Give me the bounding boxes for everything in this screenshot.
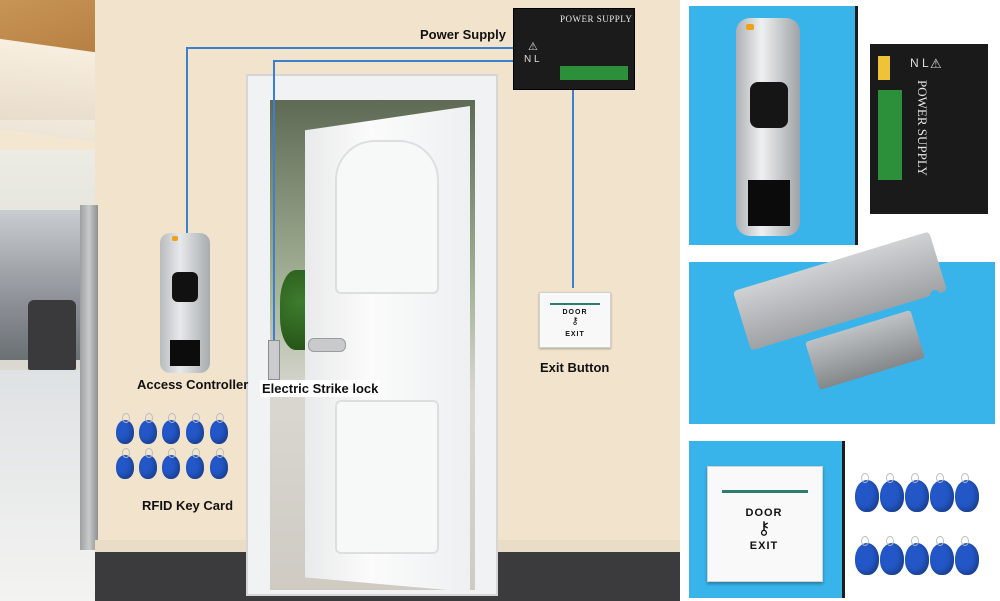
power-supply-terminals: N L xyxy=(910,56,929,70)
door-upper-panel xyxy=(335,140,439,294)
installation-scene: POWER SUPPLY ⚠ N L DOOR ⚷ EXIT Power Sup… xyxy=(0,0,680,601)
rfid-tag xyxy=(116,413,134,444)
exit-door-text: DOOR xyxy=(562,309,588,316)
access-controller-label: Access Controller xyxy=(137,377,249,392)
exit-exit-text: EXIT xyxy=(749,540,779,552)
rfid-tag xyxy=(186,448,204,479)
rfid-tag xyxy=(955,473,979,512)
rfid-reader-area xyxy=(748,180,790,226)
wire-lock-drop xyxy=(273,60,275,340)
warning-triangle-icon: ⚠ xyxy=(528,41,538,53)
exit-exit-text: EXIT xyxy=(565,331,585,338)
exit-door-text: DOOR xyxy=(745,507,783,519)
key-icon: ⚷ xyxy=(571,316,579,327)
fuse xyxy=(878,56,890,80)
power-supply-title: POWER SUPPLY xyxy=(915,80,930,176)
power-supply-label: Power Supply xyxy=(420,27,506,42)
warning-triangle-icon: ⚠ xyxy=(930,56,942,71)
rfid-tag xyxy=(116,448,134,479)
rfid-tag xyxy=(905,473,929,512)
exit-button-strip xyxy=(722,490,808,493)
power-box-title: POWER SUPPLY xyxy=(560,14,633,24)
rfid-reader-area xyxy=(170,340,200,366)
rfid-tag xyxy=(210,413,228,444)
rfid-tag xyxy=(855,536,879,575)
wire-controller-drop xyxy=(186,47,188,237)
rfid-key-card-label: RFID Key Card xyxy=(142,498,234,513)
screw-hole xyxy=(930,290,940,300)
rfid-tag xyxy=(930,473,954,512)
divider xyxy=(855,6,858,245)
electric-strike-lock-label: Electric Strike lock xyxy=(260,380,381,397)
pillar xyxy=(80,205,98,550)
fingerprint-sensor xyxy=(172,272,198,302)
key-icon: ⚷ xyxy=(757,518,771,538)
office-chair xyxy=(28,300,76,370)
power-box-terminals: N L xyxy=(524,54,540,65)
screw-hole xyxy=(744,374,754,384)
rfid-tag xyxy=(162,413,180,444)
fingerprint-sensor xyxy=(750,82,788,128)
exit-button-product xyxy=(707,466,823,582)
rfid-tag xyxy=(880,536,904,575)
rfid-tag xyxy=(955,536,979,575)
rfid-tag xyxy=(186,413,204,444)
exit-button-device: DOOR ⚷ EXIT xyxy=(539,292,611,348)
rfid-tag xyxy=(930,536,954,575)
rfid-tag xyxy=(139,413,157,444)
electric-strike-lock-device xyxy=(268,340,280,380)
rfid-tag xyxy=(905,536,929,575)
rfid-tag xyxy=(880,473,904,512)
wire-to-controller xyxy=(186,47,516,49)
rfid-tag xyxy=(210,448,228,479)
status-led xyxy=(746,24,754,30)
exit-button-label: Exit Button xyxy=(540,360,610,375)
rfid-tag xyxy=(139,448,157,479)
status-led xyxy=(172,236,178,241)
door-lower-panel xyxy=(335,400,439,554)
rfid-tag xyxy=(855,473,879,512)
rfid-tag xyxy=(162,448,180,479)
wire-to-exit-button xyxy=(572,88,574,288)
divider xyxy=(842,441,845,598)
wire-to-lock xyxy=(273,60,516,62)
terminal-block xyxy=(560,66,628,80)
door-handle xyxy=(308,338,346,352)
terminal-block xyxy=(878,90,902,180)
